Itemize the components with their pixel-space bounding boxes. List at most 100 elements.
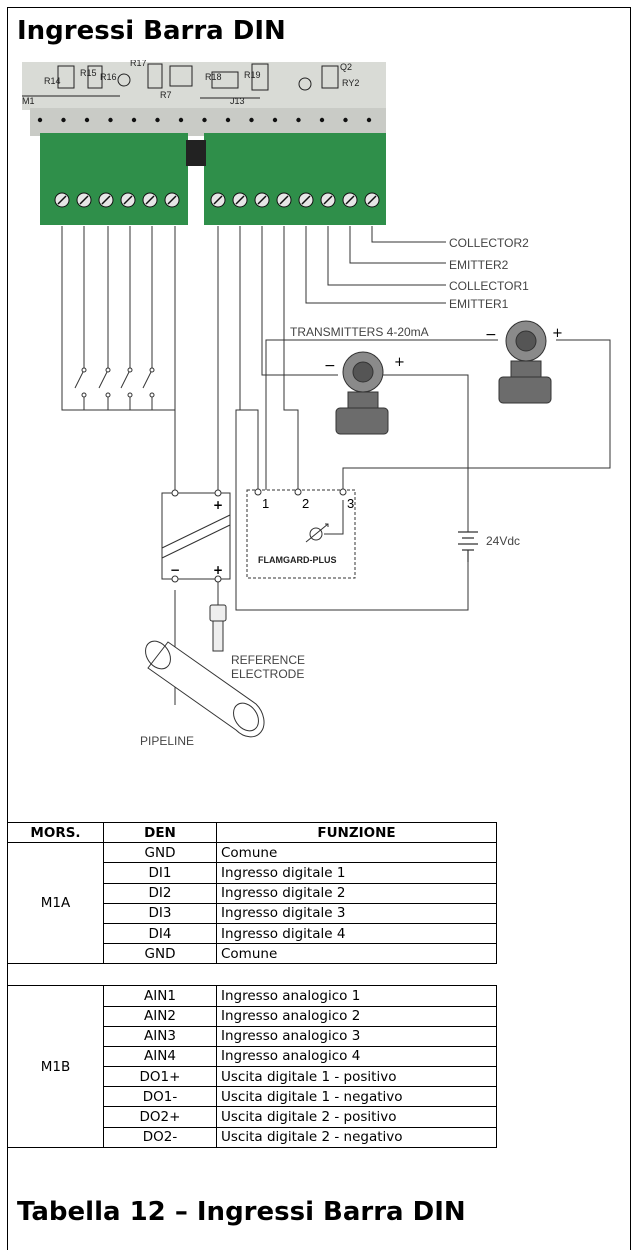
header-den: DEN [103, 821, 217, 844]
board-label: Q2 [340, 62, 352, 72]
output-label: COLLECTOR2 [449, 236, 529, 250]
header-funzione: FUNZIONE [216, 821, 497, 844]
isolator-plus-bottom: + [213, 563, 223, 577]
isolator-block [161, 489, 231, 583]
terminal-m1b: M1B [7, 985, 104, 1148]
den-cell: DO1- [103, 1086, 217, 1108]
pin-dot [37, 117, 43, 123]
pin-dot [61, 117, 66, 123]
module-label: FLAMGARD-PLUS [258, 555, 337, 565]
den-cell: DI1 [103, 862, 217, 884]
table-row: DO2-Uscita digitale 2 - negativo [8, 1126, 497, 1148]
board-label: R7 [160, 90, 172, 100]
table-gap-row [7, 963, 497, 987]
module-pin-label: 2 [302, 496, 309, 511]
function-cell: Comune [216, 842, 497, 864]
pin-dot [84, 117, 90, 123]
flamgard-module [246, 489, 356, 579]
den-cell: AIN4 [103, 1045, 217, 1068]
board-label: M1 [22, 96, 35, 106]
module-pin-label: 1 [262, 496, 269, 511]
board-label: R16 [100, 72, 117, 82]
pin-dot [202, 117, 207, 123]
pin-dot [343, 117, 348, 123]
board-label: R19 [244, 70, 261, 80]
header-mors: MORS. [7, 821, 104, 844]
transmitter-icon [335, 320, 552, 435]
table-row: DO2+Uscita digitale 2 - positivo [8, 1106, 497, 1128]
module-pin-label: 3 [347, 496, 354, 511]
den-cell: DI2 [103, 882, 217, 904]
function-cell: Ingresso analogico 2 [216, 1005, 497, 1027]
pin-dot [296, 117, 301, 123]
board-label: R18 [205, 72, 222, 82]
function-cell: Ingresso analogico 1 [216, 985, 497, 1007]
function-cell: Ingresso analogico 4 [216, 1045, 497, 1068]
den-cell: AIN2 [103, 1005, 217, 1027]
electrode-label-1: REFERENCE [231, 653, 305, 667]
pin-dot [178, 117, 184, 123]
page-title: Ingressi Barra DIN [17, 16, 286, 46]
pin-dot [131, 117, 137, 123]
board-label: R15 [80, 68, 97, 78]
electrode-icon [209, 604, 227, 652]
den-cell: DI3 [103, 902, 217, 924]
table-caption: Tabella 12 – Ingressi Barra DIN [17, 1197, 466, 1227]
pipeline-label: PIPELINE [140, 734, 194, 748]
flame-sensor-icon [305, 500, 344, 543]
output-label: EMITTER1 [449, 297, 509, 311]
tx2-minus: − [485, 327, 497, 343]
switch-icon [120, 369, 131, 389]
den-cell: DI4 [103, 922, 217, 945]
pin-dot [155, 117, 160, 123]
den-cell: AIN3 [103, 1025, 217, 1047]
terminal-m1a: M1A [7, 842, 104, 965]
function-cell: Comune [216, 943, 497, 965]
den-cell: GND [103, 842, 217, 864]
board-label: R14 [44, 76, 61, 86]
table-row: DO1-Uscita digitale 1 - negativo [8, 1086, 497, 1108]
den-cell: DO2- [103, 1126, 217, 1148]
output-label: COLLECTOR1 [449, 279, 529, 293]
function-cell: Ingresso digitale 1 [216, 862, 497, 884]
board-label: R17 [130, 60, 147, 68]
digital-input-switches [74, 367, 155, 398]
function-cell: Uscita digitale 2 - negativo [216, 1126, 497, 1148]
pin-dot [108, 117, 113, 123]
function-cell: Uscita digitale 2 - positivo [216, 1106, 497, 1128]
isolator-minus: − [170, 563, 180, 577]
pin-dot [319, 117, 325, 123]
board-label: J13 [230, 96, 245, 106]
pin-dot [225, 117, 231, 123]
terminal-block-m1a [40, 133, 188, 225]
transmitters-label: TRANSMITTERS 4-20mA [290, 325, 429, 339]
den-cell: DO2+ [103, 1106, 217, 1128]
function-cell: Ingresso analogico 3 [216, 1025, 497, 1047]
function-cell: Ingresso digitale 3 [216, 902, 497, 924]
terminal-block-m1b [204, 133, 386, 225]
function-cell: Uscita digitale 1 - negativo [216, 1086, 497, 1108]
pin-dot [366, 117, 372, 123]
den-cell: DO1+ [103, 1066, 217, 1088]
den-cell: GND [103, 943, 217, 965]
den-cell: AIN1 [103, 985, 217, 1007]
pipeline-icon [145, 640, 265, 738]
switch-icon [74, 369, 85, 389]
output-label: EMITTER2 [449, 258, 509, 272]
pin-dot [249, 117, 254, 123]
pin-row [37, 117, 372, 123]
page-frame [7, 7, 631, 1250]
function-cell: Ingresso digitale 4 [216, 922, 497, 945]
isolator-plus-top: + [213, 498, 223, 512]
table-header: MORS. DEN FUNZIONE [7, 821, 497, 844]
tx2-plus: + [552, 326, 563, 341]
tx1-plus: + [394, 355, 405, 370]
